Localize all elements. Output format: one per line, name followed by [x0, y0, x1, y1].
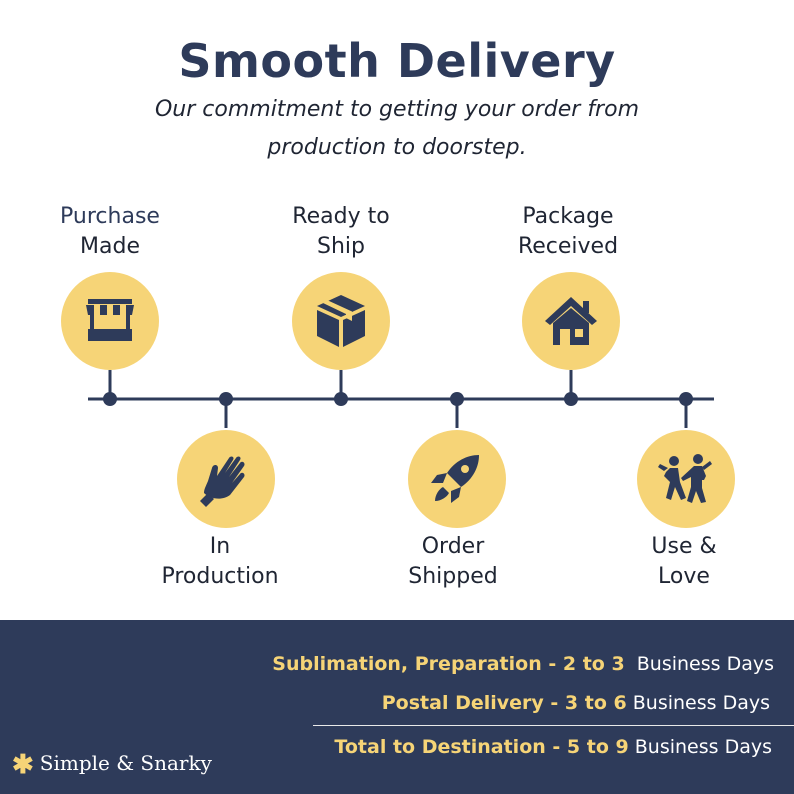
footer-divider	[313, 725, 794, 726]
step-label-line1: Order	[421, 534, 485, 559]
brand-name: Simple & Snarky	[39, 751, 212, 775]
asterisk-icon: ✱	[12, 750, 34, 780]
step-node-ready-to-ship	[292, 272, 390, 370]
step-node-order-shipped	[408, 430, 506, 528]
step-label-line1: Use &	[651, 534, 717, 559]
step-node-package-received	[522, 272, 620, 370]
footer-panel	[0, 620, 794, 794]
step-label-line2: Made	[80, 234, 140, 259]
step-label-line2: Love	[658, 564, 710, 589]
step-label-use-and-love: Use & Love	[584, 532, 784, 592]
step-label-line1: Package	[522, 204, 614, 229]
brand-logo: ✱Simple & Snarky	[12, 750, 212, 780]
step-label-line1: Ready to	[292, 204, 390, 229]
timeline-dot-1	[103, 392, 117, 406]
subtitle-line-2: production to doorstep.	[267, 135, 527, 160]
row-label: Total to Destination -	[334, 736, 567, 758]
hands-icon	[200, 456, 245, 507]
timeline-dot-3	[334, 392, 348, 406]
row-range: 2 to 3	[562, 653, 625, 675]
timeline-dot-4	[450, 392, 464, 406]
step-label-line2: Received	[517, 234, 619, 259]
footer-row-postal: Postal Delivery - 3 to 6 Business Days	[382, 692, 770, 714]
step-label-ready-to-ship: Ready to Ship	[241, 202, 441, 262]
footer-row-total: Total to Destination - 5 to 9 Business D…	[334, 736, 772, 758]
step-label-line1: In	[209, 534, 231, 559]
market-stall-icon	[86, 299, 134, 341]
timeline-dot-6	[679, 392, 693, 406]
house-icon	[545, 297, 597, 345]
page-title: Smooth Delivery	[178, 34, 616, 88]
row-unit: Business Days	[624, 653, 774, 675]
step-node-use-and-love	[637, 430, 735, 528]
row-range: 3 to 6	[564, 692, 627, 714]
row-label: Sublimation, Preparation -	[272, 653, 563, 675]
row-label: Postal Delivery -	[381, 692, 565, 714]
step-label-purchase-made: Purchase Made	[10, 202, 210, 262]
step-node-in-production	[177, 430, 275, 528]
step-label-line1: Purchase	[60, 204, 160, 229]
row-unit: Business Days	[628, 736, 772, 758]
box-icon	[317, 295, 365, 347]
step-label-line2: Shipped	[408, 564, 498, 589]
rocket-icon	[431, 455, 479, 503]
row-unit: Business Days	[626, 692, 770, 714]
row-range: 5 to 9	[566, 736, 629, 758]
step-label-order-shipped: Order Shipped	[353, 532, 553, 592]
step-label-line2: Production	[161, 564, 279, 589]
footer-row-sublimation: Sublimation, Preparation - 2 to 3 Busine…	[272, 653, 774, 675]
step-label-package-received: Package Received	[468, 202, 668, 262]
timeline-dot-5	[564, 392, 578, 406]
step-label-in-production: In Production	[120, 532, 320, 592]
subtitle-line-1: Our commitment to getting your order fro…	[154, 97, 639, 122]
dancing-people-icon	[658, 454, 712, 503]
step-node-purchase-made	[61, 272, 159, 370]
timeline-dot-2	[219, 392, 233, 406]
step-label-line2: Ship	[317, 234, 365, 259]
